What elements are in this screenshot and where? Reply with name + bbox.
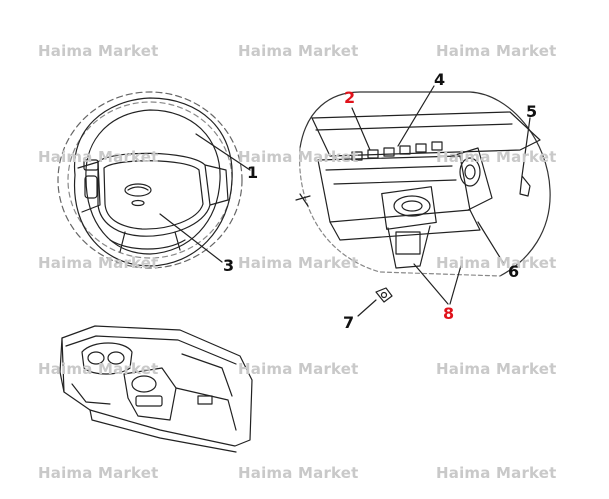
steering-wheel-illustration xyxy=(57,91,251,269)
callout-3: 3 xyxy=(223,256,235,275)
callout-6: 6 xyxy=(508,262,520,281)
callout-5: 5 xyxy=(526,102,538,121)
dashboard-illustration xyxy=(59,325,253,453)
callout-4: 4 xyxy=(434,70,446,89)
callout-2: 2 xyxy=(344,88,356,107)
callout-7: 7 xyxy=(343,313,355,332)
clock-spring-detail-illustration xyxy=(295,85,551,317)
callout-1: 1 xyxy=(247,163,259,182)
callout-8: 8 xyxy=(443,304,455,323)
